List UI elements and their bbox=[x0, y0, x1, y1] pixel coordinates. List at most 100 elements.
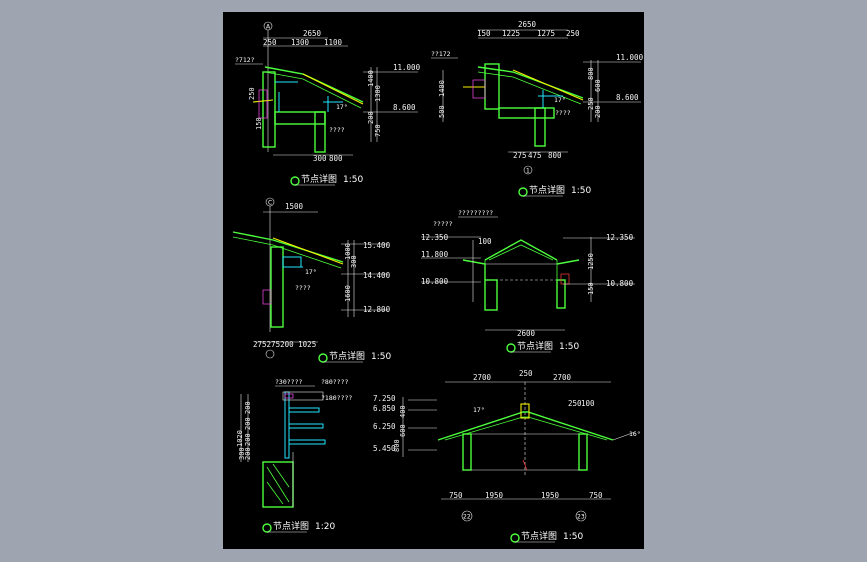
svg-text:800: 800 bbox=[393, 439, 401, 452]
svg-text:8.600: 8.600 bbox=[616, 93, 639, 102]
svg-text:750: 750 bbox=[589, 491, 603, 500]
axis-label-1: 1 bbox=[526, 168, 530, 175]
svg-text:400: 400 bbox=[399, 405, 407, 418]
dim-top-b: 1300 bbox=[291, 38, 310, 47]
svg-text:17°: 17° bbox=[554, 96, 566, 104]
detail-5: ?30???? ?80???? ?180???? 1020 200 200 20… bbox=[236, 378, 352, 533]
scale-3: 1:50 bbox=[371, 352, 391, 362]
title-2: 节点详图 bbox=[529, 184, 565, 196]
note-1: ?712? bbox=[235, 56, 255, 64]
dim-top-a: 250 bbox=[263, 38, 277, 47]
svg-text:16°: 16° bbox=[629, 430, 641, 438]
note-1b: ???? bbox=[329, 126, 345, 134]
svg-text:250: 250 bbox=[587, 97, 595, 110]
svg-text:200: 200 bbox=[244, 401, 252, 414]
svg-text:275: 275 bbox=[513, 151, 527, 160]
svg-text:10.800: 10.800 bbox=[606, 279, 634, 288]
svg-text:5.450: 5.450 bbox=[373, 444, 396, 453]
svg-text:475: 475 bbox=[528, 151, 542, 160]
svg-text:600: 600 bbox=[594, 79, 602, 92]
svg-text:600: 600 bbox=[399, 424, 407, 437]
svg-text:12.800: 12.800 bbox=[363, 305, 391, 314]
svg-text:12.350: 12.350 bbox=[606, 233, 634, 242]
svg-text:11.000: 11.000 bbox=[616, 53, 644, 62]
svg-text:275275200 1025: 275275200 1025 bbox=[253, 340, 316, 349]
svg-text:150: 150 bbox=[587, 282, 595, 295]
svg-text:????: ???? bbox=[295, 284, 311, 292]
angle-1: 17° bbox=[336, 103, 348, 111]
scale-5: 1:20 bbox=[315, 522, 335, 532]
svg-text:7.250: 7.250 bbox=[373, 394, 396, 403]
detail-1: A 2650 250 1300 1100 ?712? 17° ???? 11.0… bbox=[235, 21, 421, 186]
axis-label-23: 23 bbox=[577, 514, 585, 521]
svg-text:100: 100 bbox=[581, 399, 595, 408]
scale-1: 1:50 bbox=[343, 175, 363, 185]
svg-text:1275: 1275 bbox=[537, 29, 555, 38]
svg-text:10.800: 10.800 bbox=[421, 277, 449, 286]
svg-text:?????????: ????????? bbox=[458, 209, 493, 217]
svg-text:250: 250 bbox=[568, 399, 582, 408]
svg-text:1950: 1950 bbox=[541, 491, 560, 500]
svg-text:500: 500 bbox=[438, 105, 446, 118]
svg-text:300: 300 bbox=[350, 255, 358, 268]
svg-text:250: 250 bbox=[566, 29, 580, 38]
svg-text:2600: 2600 bbox=[517, 329, 536, 338]
svg-text:800: 800 bbox=[548, 151, 562, 160]
svg-text:6.850: 6.850 bbox=[373, 404, 396, 413]
svg-text:1500: 1500 bbox=[285, 202, 304, 211]
svg-text:1250: 1250 bbox=[587, 253, 595, 270]
d2-note: ??172 bbox=[431, 50, 451, 58]
svg-text:1020: 1020 bbox=[236, 430, 244, 447]
svg-text:12.350: 12.350 bbox=[421, 233, 449, 242]
detail-3: C 1500 17° ???? 15.400 14.400 12.800 100… bbox=[232, 197, 391, 363]
title-3: 节点详图 bbox=[329, 350, 365, 362]
svg-text:?180????: ?180???? bbox=[321, 394, 352, 402]
dim-bot-a: 300 bbox=[313, 154, 327, 163]
dim-bot-b: 800 bbox=[329, 154, 343, 163]
title-6: 节点详图 bbox=[521, 530, 557, 542]
d2-top-total: 2650 bbox=[518, 20, 537, 29]
svg-text:200: 200 bbox=[367, 111, 375, 124]
svg-text:750: 750 bbox=[449, 491, 463, 500]
svg-text:800: 800 bbox=[587, 67, 595, 80]
svg-text:2700: 2700 bbox=[473, 373, 492, 382]
svg-text:6.250: 6.250 bbox=[373, 422, 396, 431]
dim-top-total: 2650 bbox=[303, 29, 322, 38]
svg-text:150: 150 bbox=[255, 117, 263, 130]
elev-8600: 8.600 bbox=[393, 103, 416, 112]
svg-text:1400: 1400 bbox=[367, 70, 375, 87]
svg-text:1400: 1400 bbox=[438, 80, 446, 97]
svg-text:14.400: 14.400 bbox=[363, 271, 391, 280]
svg-text:200: 200 bbox=[244, 433, 252, 446]
axis-label-22: 22 bbox=[463, 514, 471, 521]
svg-text:17°: 17° bbox=[305, 268, 317, 276]
svg-text:300: 300 bbox=[238, 447, 246, 460]
scale-6: 1:50 bbox=[563, 532, 583, 542]
axis-label-a: A bbox=[266, 24, 271, 31]
svg-text:11.800: 11.800 bbox=[421, 250, 449, 259]
svg-text:200: 200 bbox=[244, 447, 252, 460]
svg-text:150: 150 bbox=[477, 29, 491, 38]
scale-2: 1:50 bbox=[571, 186, 591, 196]
svg-text:1000: 1000 bbox=[344, 243, 352, 260]
title-4: 节点详图 bbox=[517, 340, 553, 352]
detail-6: 2700 250 2700 250 100 17° 16° 7.250 6.85… bbox=[373, 369, 641, 543]
svg-text:250: 250 bbox=[248, 87, 256, 100]
svg-text:?????: ????? bbox=[433, 220, 453, 228]
svg-text:????: ???? bbox=[555, 109, 571, 117]
detail-2: 2650 150 1225 1275 250 ??172 17° ???? 14… bbox=[431, 20, 644, 197]
svg-text:?80????: ?80???? bbox=[321, 378, 348, 386]
svg-text:17°: 17° bbox=[473, 406, 485, 414]
svg-text:250: 250 bbox=[519, 369, 533, 378]
svg-text:100: 100 bbox=[478, 237, 492, 246]
svg-text:200: 200 bbox=[244, 417, 252, 430]
svg-text:1950: 1950 bbox=[485, 491, 504, 500]
svg-text:?30????: ?30???? bbox=[275, 378, 302, 386]
title-1: 节点详图 bbox=[301, 173, 337, 185]
cad-drawing: A 2650 250 1300 1 100 ?712? 17° ???? 11.0… bbox=[232, 20, 644, 543]
elev-11000: 11.000 bbox=[393, 63, 421, 72]
svg-text:1225: 1225 bbox=[502, 29, 520, 38]
svg-text:200: 200 bbox=[594, 105, 602, 118]
svg-text:1300: 1300 bbox=[374, 85, 382, 102]
drawing-sheet: A 2650 250 1300 1 100 ?712? 17° ???? 11.0… bbox=[223, 12, 644, 549]
